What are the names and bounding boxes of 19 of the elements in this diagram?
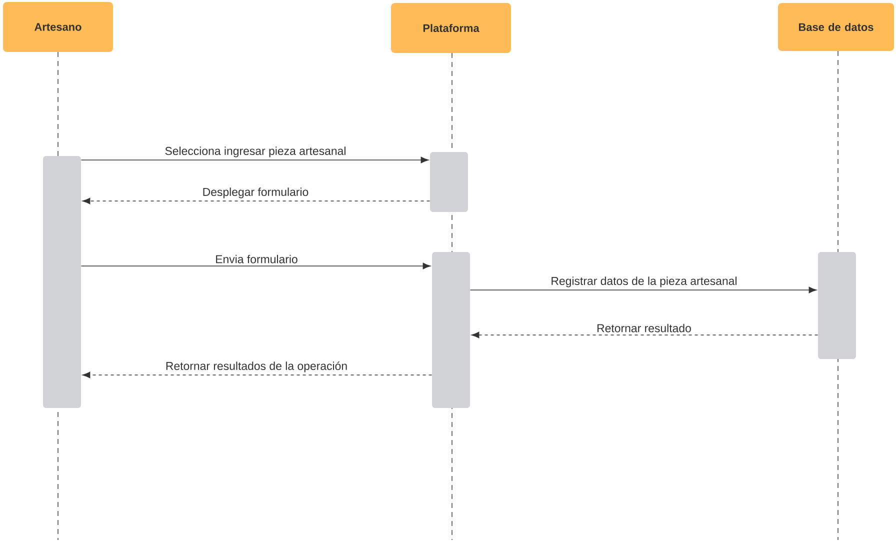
message-label: Desplegar formulario xyxy=(203,188,308,198)
participant-box: Plataforma xyxy=(391,3,511,53)
message-arrow xyxy=(470,286,817,294)
activation-bar xyxy=(430,152,468,212)
message-label: Selecciona ingresar pieza artesanal xyxy=(165,146,346,158)
participant-box: Artesano xyxy=(3,2,113,52)
message-arrow xyxy=(80,156,429,164)
message-arrow xyxy=(80,262,431,270)
activation-bar xyxy=(818,252,856,359)
message-label: Retornar resultado xyxy=(598,324,691,332)
participant-box: Base de datos xyxy=(778,3,894,51)
message-label: Registrar datos de la pieza artesanal xyxy=(552,276,736,288)
message-arrow xyxy=(82,372,432,378)
activation-bar xyxy=(432,252,470,408)
message-label: Envia formulario xyxy=(216,254,298,264)
message-label: Retornar resultados de la operación xyxy=(166,361,347,372)
message-arrow xyxy=(82,198,430,204)
message-arrow xyxy=(471,332,818,338)
activation-bar xyxy=(43,156,81,408)
